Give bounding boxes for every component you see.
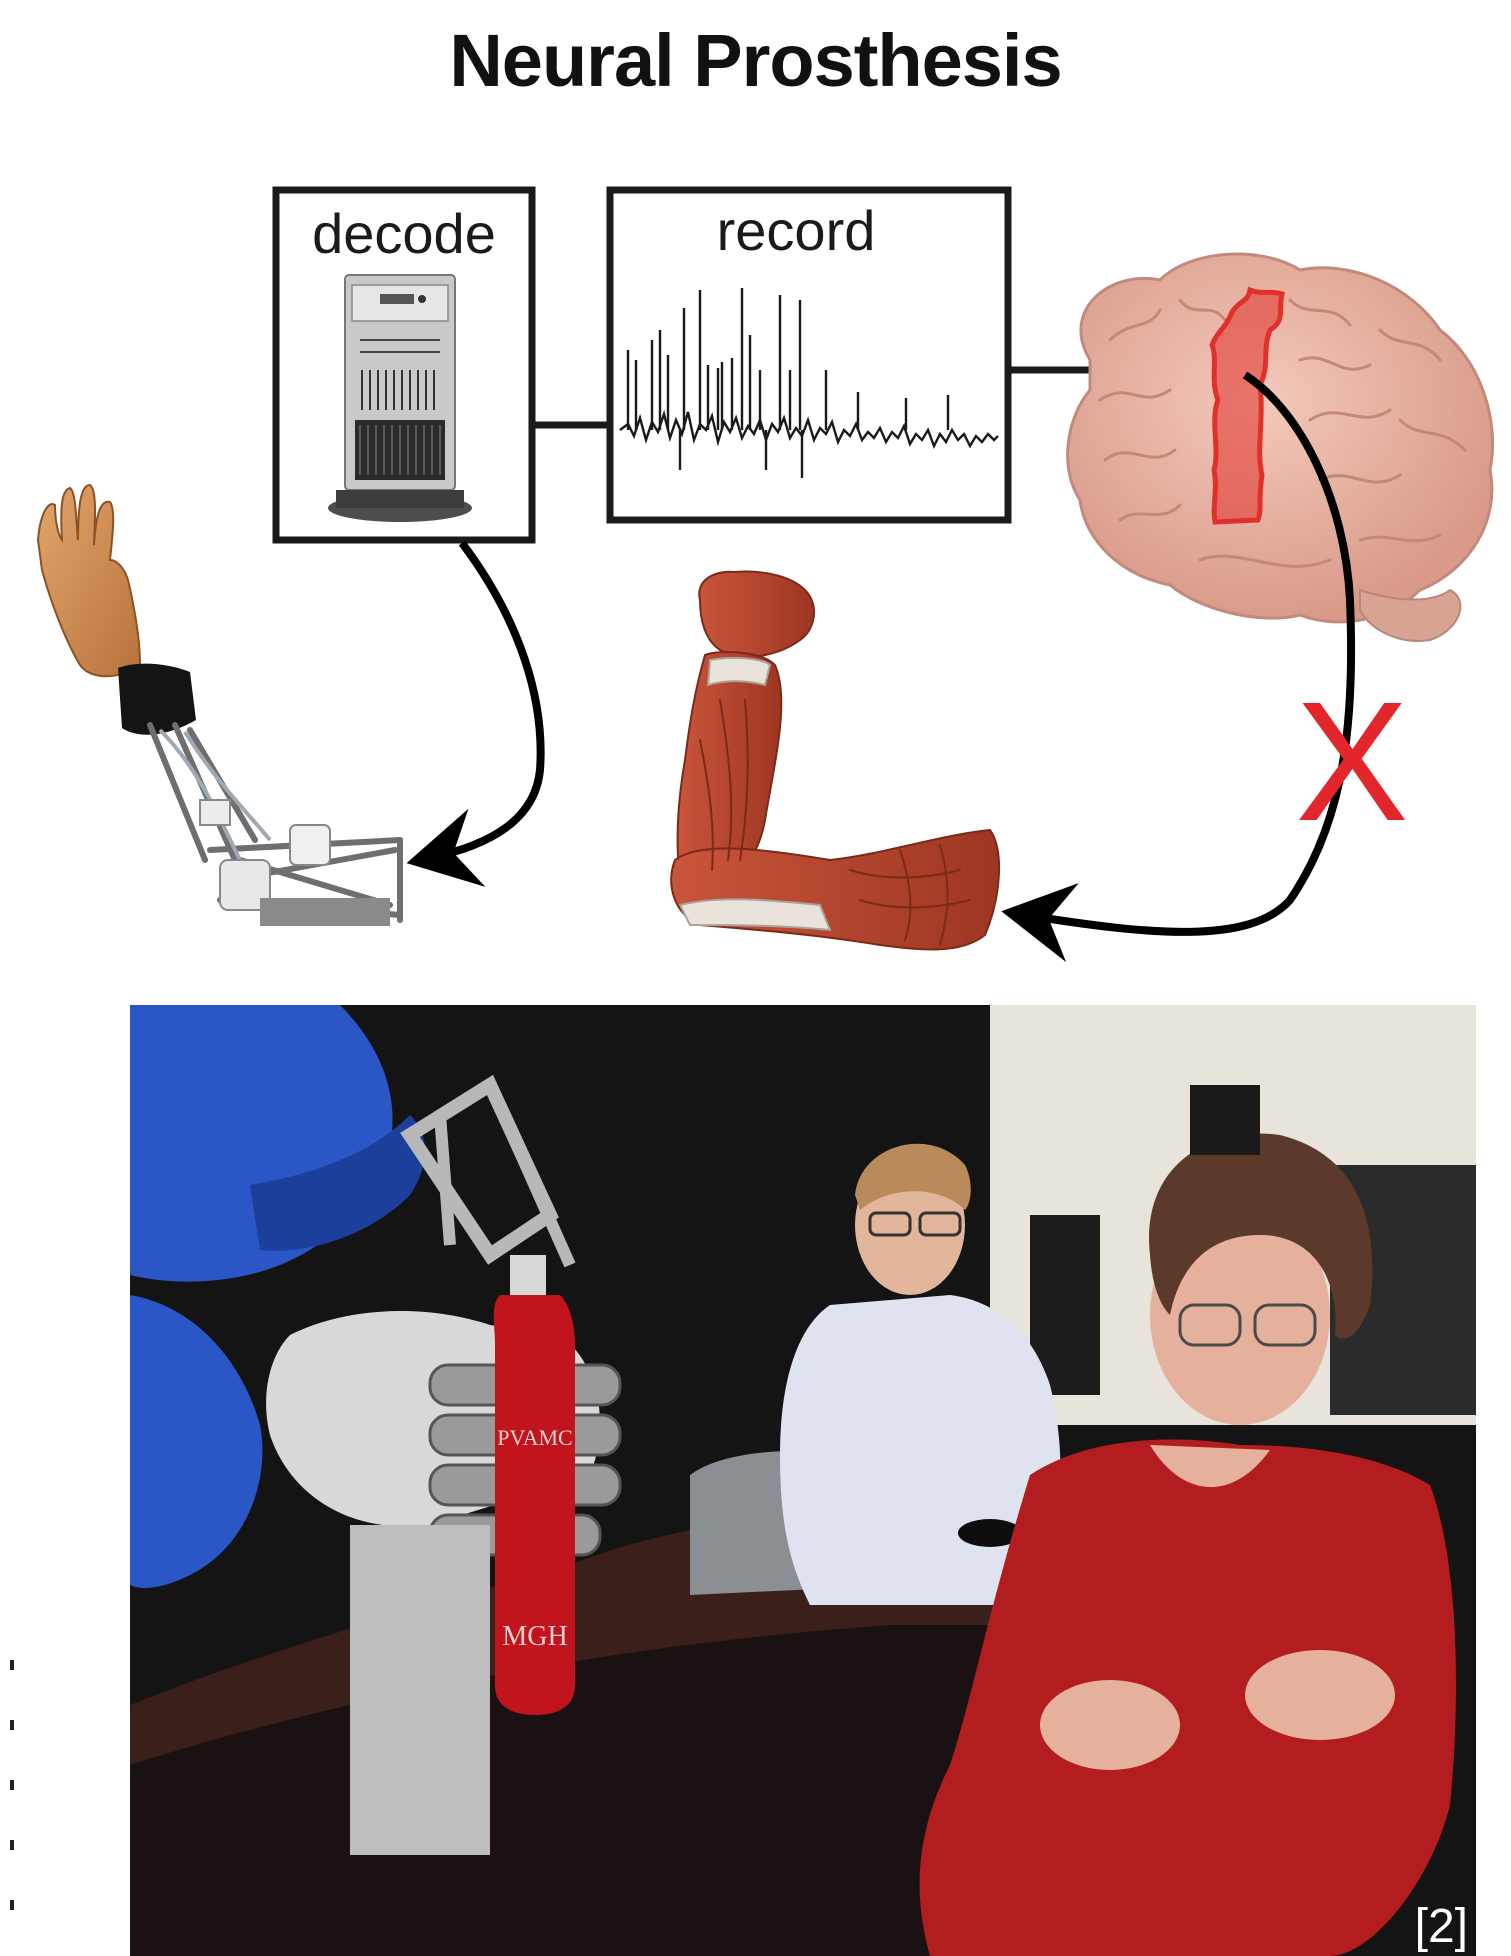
computer-tower-icon xyxy=(328,275,472,522)
decode-to-prosthetic-arrow xyxy=(430,543,541,858)
citation-label: [2] xyxy=(1415,1899,1468,1954)
muscle-arm-illustration xyxy=(671,572,999,950)
decode-box: decode xyxy=(276,190,532,540)
red-bottle: PVAMC MGH xyxy=(494,1255,575,1715)
photo-robotic-arm-demo: PVAMC MGH [2] xyxy=(130,1005,1476,1956)
bottle-text-bottom: MGH xyxy=(502,1621,567,1652)
brain-illustration xyxy=(1068,254,1493,641)
margin-marks xyxy=(8,1660,16,1940)
bottle-text-top: PVAMC xyxy=(497,1425,572,1450)
photo-scene: PVAMC MGH xyxy=(130,1005,1476,1956)
prosthetic-arm-illustration xyxy=(38,485,400,926)
record-label: record xyxy=(717,199,876,262)
decode-label: decode xyxy=(312,202,496,265)
record-box: record xyxy=(610,190,1008,520)
neural-prosthesis-diagram: decode xyxy=(0,0,1511,1000)
blocked-x-marker: X xyxy=(1295,667,1408,857)
